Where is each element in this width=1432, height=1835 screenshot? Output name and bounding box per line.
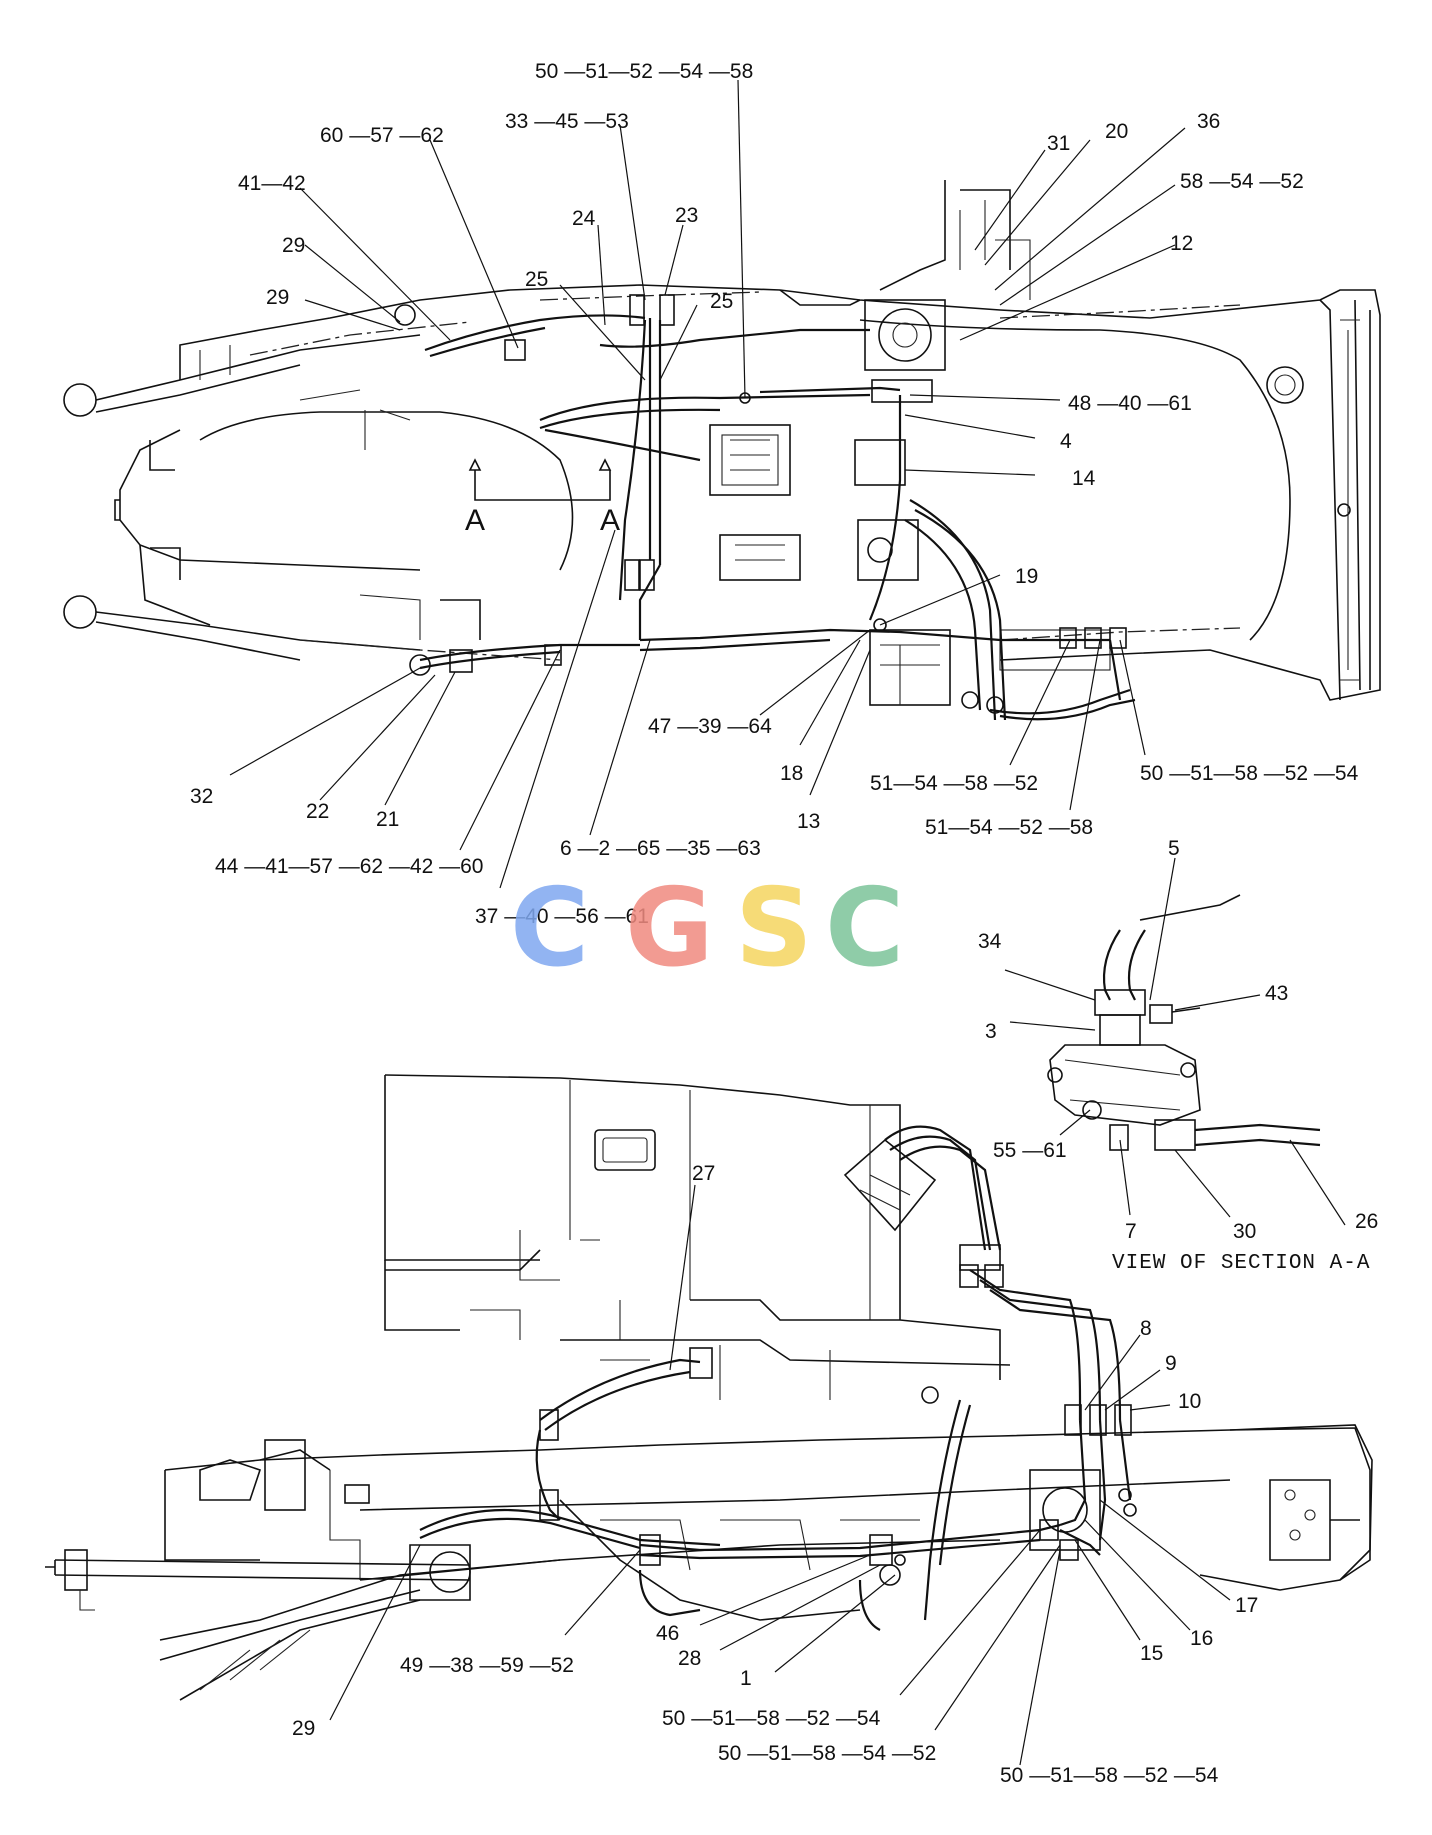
section-marker-left: A — [465, 504, 485, 537]
callout-3: 3 — [985, 1020, 997, 1043]
callout-60-57-62: 60 —57 —62 — [320, 124, 444, 147]
callout-47-39-64: 47 —39 —64 — [648, 715, 772, 738]
section-marker-right: A — [600, 504, 620, 537]
callout-51-54-58-52: 51—54 —58 —52 — [870, 772, 1038, 795]
callout-55-61: 55 —61 — [993, 1139, 1067, 1162]
top-view-frame: A A — [63, 180, 1381, 706]
callout-33-45-53: 33 —45 —53 — [505, 110, 629, 133]
callout-8: 8 — [1140, 1317, 1152, 1340]
callout-29-lower: 29 — [266, 286, 289, 309]
callout-37-40-56-61: 37 —40 —56 —61 — [475, 905, 649, 928]
side-view-hoses — [419, 1125, 1137, 1631]
callout-44-41-57-62-42-60: 44 —41—57 —62 —42 —60 — [215, 855, 484, 878]
side-view-machine — [45, 1074, 1373, 1701]
section-a-a-detail: 5 34 43 3 55 —61 7 30 26 VIEW OF SECTION… — [978, 837, 1378, 1275]
callout-19: 19 — [1015, 565, 1038, 588]
cgsc-watermark: C G S C — [510, 866, 904, 991]
top-view-leaders — [229, 79, 1186, 889]
callout-36: 36 — [1197, 110, 1220, 133]
callout-24: 24 — [572, 207, 596, 230]
callout-12: 12 — [1170, 232, 1193, 255]
callout-16: 16 — [1190, 1627, 1213, 1650]
callout-50-51-58-52-54-b: 50 —51—58 —52 —54 — [1000, 1764, 1219, 1787]
callout-23: 23 — [675, 204, 698, 227]
top-view-hoses — [394, 294, 1136, 721]
callout-51-54-52-58: 51—54 —52 —58 — [925, 816, 1093, 839]
callout-9: 9 — [1165, 1352, 1177, 1375]
callout-32: 32 — [190, 785, 213, 808]
callout-5: 5 — [1168, 837, 1180, 860]
section-title: VIEW OF SECTION A-A — [1112, 1252, 1370, 1275]
callout-49-38-59-52: 49 —38 —59 —52 — [400, 1654, 574, 1677]
callout-27: 27 — [692, 1162, 715, 1185]
callout-25-right: 25 — [710, 290, 733, 313]
callout-28: 28 — [678, 1647, 701, 1670]
callout-30: 30 — [1233, 1220, 1256, 1243]
callout-29-bottom: 29 — [292, 1717, 315, 1740]
callout-7: 7 — [1125, 1220, 1137, 1243]
callout-50-51-58-52-54-top: 50 —51—58 —52 —54 — [1140, 762, 1359, 785]
callout-29-upper: 29 — [282, 234, 305, 257]
top-view-callouts: 50 —51—52 —54 —58 33 —45 —53 60 —57 —62 … — [190, 60, 1359, 928]
callout-50-51-58-52-54-a: 50 —51—58 —52 —54 — [662, 1707, 881, 1730]
callout-50-51-52-54-58: 50 —51—52 —54 —58 — [535, 60, 753, 83]
callout-26: 26 — [1355, 1210, 1378, 1233]
callout-20: 20 — [1105, 120, 1128, 143]
callout-50-51-58-54-52: 50 —51—58 —54 —52 — [718, 1742, 936, 1765]
callout-21: 21 — [376, 808, 399, 831]
callout-48-40-61: 48 —40 —61 — [1068, 392, 1192, 415]
callout-25-left: 25 — [525, 268, 548, 291]
callout-34: 34 — [978, 930, 1002, 953]
side-view-callouts: 27 8 9 10 17 16 15 46 28 1 49 —38 —59 —5… — [292, 1162, 1258, 1787]
callout-58-54-52: 58 —54 —52 — [1180, 170, 1304, 193]
callout-41-42: 41—42 — [238, 172, 306, 195]
watermark-letter-4: C — [825, 866, 904, 991]
callout-10: 10 — [1178, 1390, 1201, 1413]
callout-43: 43 — [1265, 982, 1288, 1005]
callout-14: 14 — [1072, 467, 1096, 490]
callout-18: 18 — [780, 762, 803, 785]
callout-31: 31 — [1047, 132, 1070, 155]
watermark-letter-1: C — [510, 866, 589, 991]
callout-6-2-65-35-63: 6 —2 —65 —35 —63 — [560, 837, 761, 860]
callout-1: 1 — [740, 1667, 752, 1690]
callout-15: 15 — [1140, 1642, 1163, 1665]
callout-4: 4 — [1060, 430, 1072, 453]
watermark-letter-2: G — [625, 866, 714, 991]
callout-13: 13 — [797, 810, 820, 833]
watermark-letter-3: S — [735, 866, 813, 991]
callout-22: 22 — [306, 800, 329, 823]
callout-46: 46 — [656, 1622, 679, 1645]
callout-17: 17 — [1235, 1594, 1258, 1617]
side-view-leaders — [329, 1184, 1231, 1766]
